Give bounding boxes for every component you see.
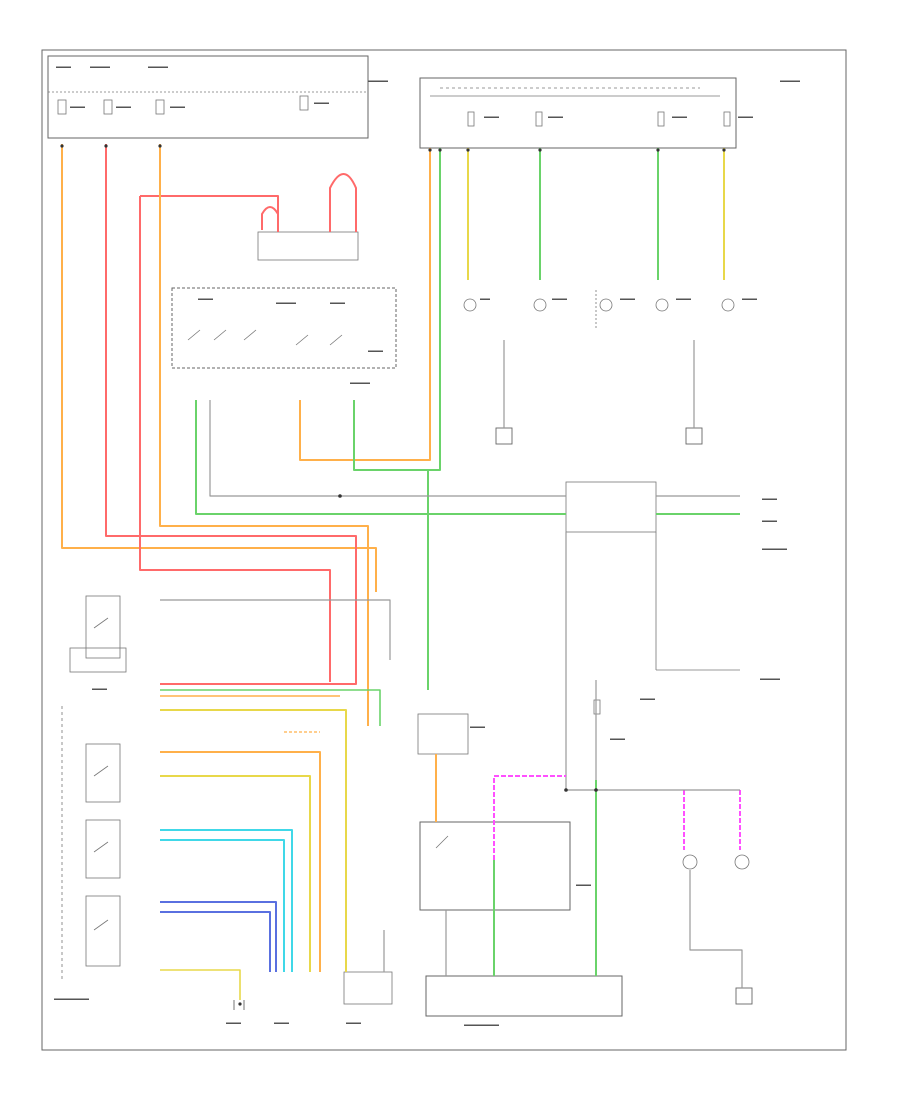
wire-blue-2: [160, 911, 271, 972]
right-modules: ▬▬▬▬▬▬▬▬▬▬▬▬▬▬▬▬▬▬▬▬▬: [565, 481, 787, 870]
svg-text:▬▬▬▬▬▬▬: ▬▬▬▬▬▬▬: [54, 996, 89, 1002]
diagram-frame: [41, 49, 847, 1051]
svg-text:▬▬▬▬: ▬▬▬▬: [780, 78, 800, 84]
wire-red-3: [139, 196, 331, 682]
svg-text:▬▬: ▬▬: [480, 296, 490, 302]
svg-text:▬▬▬: ▬▬▬: [346, 1020, 361, 1026]
svg-text:▬▬▬: ▬▬▬: [226, 1020, 241, 1026]
wire-yellow-6: [160, 969, 241, 1000]
svg-text:▬▬▬: ▬▬▬: [548, 114, 563, 120]
wire-yellow-3: [160, 775, 311, 972]
svg-text:▬▬▬: ▬▬▬: [274, 1020, 289, 1026]
svg-text:▬▬▬▬▬▬▬: ▬▬▬▬▬▬▬: [464, 1022, 499, 1028]
wire-red-1: [105, 144, 357, 685]
fuse-block: ▬▬▬▬▬▬▬▬▬▬▬▬▬▬▬▬▬▬▬▬▬▬▬: [47, 55, 369, 139]
svg-text:▬▬▬: ▬▬▬: [576, 882, 591, 888]
multifunction-switch: ▬▬▬▬▬▬▬▬▬▬: [54, 595, 127, 1002]
svg-text:▬▬▬: ▬▬▬: [170, 104, 185, 110]
wire-orange-1: [159, 144, 369, 726]
svg-text:▬▬▬: ▬▬▬: [314, 100, 329, 106]
wire-green-7: [160, 689, 381, 726]
svg-text:▬▬▬: ▬▬▬: [742, 296, 757, 302]
wire-gray-5: [160, 599, 391, 660]
lamps-row: ▬▬▬▬▬▬▬▬▬▬▬▬▬▬: [463, 290, 757, 330]
headlight-switch: ▬▬▬▬▬▬▬▬▬▬▬▬▬▬▬▬▬: [171, 231, 397, 386]
wire-green-main: [195, 400, 566, 515]
svg-text:▬▬▬▬▬: ▬▬▬▬▬: [762, 546, 787, 552]
instrument-cluster: ▬▬▬▬▬▬▬▬▬▬▬▬▬▬▬▬▬▬▬▬: [368, 77, 800, 149]
connector-dots: [60, 144, 726, 1006]
svg-text:▬▬▬: ▬▬▬: [676, 296, 691, 302]
wire-gray-1: [209, 400, 566, 497]
wire-cyan-1: [160, 829, 293, 972]
svg-text:▬▬▬▬: ▬▬▬▬: [90, 64, 110, 70]
svg-text:▬▬▬▬: ▬▬▬▬: [350, 380, 370, 386]
wires: [61, 144, 743, 1000]
wire-gray-6: [689, 870, 743, 988]
svg-text:▬▬▬: ▬▬▬: [610, 736, 625, 742]
wire-yellow-2: [160, 709, 347, 972]
bottom-connectors: ▬▬▬▬▬▬▬▬▬▬▬▬▬▬▬▬▬▬▬▬▬▬: [226, 713, 623, 1028]
svg-text:▬▬▬: ▬▬▬: [620, 296, 635, 302]
wire-red-loop-2: [329, 173, 357, 232]
wire-orange-3: [160, 751, 321, 972]
svg-text:▬▬▬: ▬▬▬: [672, 114, 687, 120]
svg-text:▬▬▬: ▬▬▬: [56, 64, 71, 70]
wire-blue-1: [160, 901, 277, 972]
svg-text:▬▬▬: ▬▬▬: [762, 496, 777, 502]
svg-text:▬▬▬: ▬▬▬: [552, 296, 567, 302]
svg-text:▬▬▬: ▬▬▬: [70, 104, 85, 110]
wire-green-2: [353, 148, 441, 471]
svg-text:▬▬▬: ▬▬▬: [738, 114, 753, 120]
svg-text:▬▬▬: ▬▬▬: [762, 518, 777, 524]
svg-text:▬▬▬: ▬▬▬: [470, 724, 485, 730]
svg-text:▬▬▬▬: ▬▬▬▬: [368, 78, 388, 84]
wire-red-loop-1: [261, 206, 279, 230]
svg-text:▬▬▬: ▬▬▬: [92, 686, 107, 692]
wire-yellow-main: [61, 144, 377, 592]
svg-text:▬▬▬: ▬▬▬: [368, 348, 383, 354]
svg-text:▬▬▬: ▬▬▬: [198, 296, 213, 302]
svg-text:▬▬▬▬: ▬▬▬▬: [148, 64, 168, 70]
wire-cyan-2: [160, 839, 285, 972]
wire-pink-1: [493, 775, 566, 860]
svg-text:▬▬▬: ▬▬▬: [484, 114, 499, 120]
svg-text:▬▬▬: ▬▬▬: [640, 696, 655, 702]
svg-text:▬▬▬: ▬▬▬: [330, 300, 345, 306]
wire-orange-4: [299, 148, 431, 461]
svg-text:▬▬▬▬: ▬▬▬▬: [760, 676, 780, 682]
svg-text:▬▬▬: ▬▬▬: [116, 104, 131, 110]
svg-text:▬▬▬▬: ▬▬▬▬: [276, 300, 296, 306]
